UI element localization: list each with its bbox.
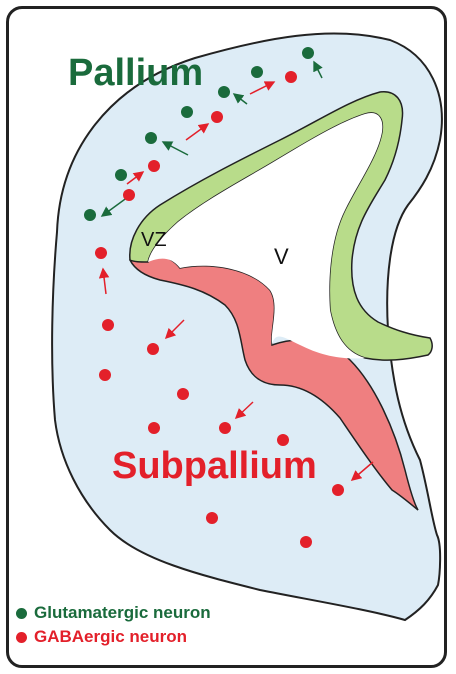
glutamatergic-neuron (251, 66, 263, 78)
gabaergic-neuron (277, 434, 289, 446)
gabaergic-neuron (285, 71, 297, 83)
gabaergic-neuron (206, 512, 218, 524)
gabaergic-neuron (211, 111, 223, 123)
gabaergic-neuron (148, 422, 160, 434)
gabaergic-neuron (102, 319, 114, 331)
subpallium-label: Subpallium (112, 445, 317, 487)
gabaergic-neuron (177, 388, 189, 400)
glutamatergic-neuron (181, 106, 193, 118)
glutamatergic-neuron (302, 47, 314, 59)
gabaergic-legend-label: GABAergic neuron (34, 627, 187, 647)
gabaergic-neuron (147, 343, 159, 355)
glutamatergic-neuron (145, 132, 157, 144)
gabaergic-neuron (123, 189, 135, 201)
legend-gabaergic: GABAergic neuron (16, 627, 187, 647)
legend-glutamatergic: Glutamatergic neuron (16, 603, 211, 623)
gabaergic-neuron (148, 160, 160, 172)
glutamatergic-legend-label: Glutamatergic neuron (34, 603, 211, 623)
glutamatergic-neuron (84, 209, 96, 221)
glutamatergic-neuron (115, 169, 127, 181)
gabaergic-neuron (300, 536, 312, 548)
pallium-label: Pallium (68, 52, 203, 94)
ventricle-label: V (274, 244, 289, 269)
gabaergic-neuron (332, 484, 344, 496)
gabaergic-neuron (95, 247, 107, 259)
gabaergic-neuron (99, 369, 111, 381)
gabaergic-neuron (219, 422, 231, 434)
glutamatergic-legend-dot (16, 608, 27, 619)
gabaergic-legend-dot (16, 632, 27, 643)
vz-label: VZ (141, 229, 167, 251)
glutamatergic-neuron (218, 86, 230, 98)
